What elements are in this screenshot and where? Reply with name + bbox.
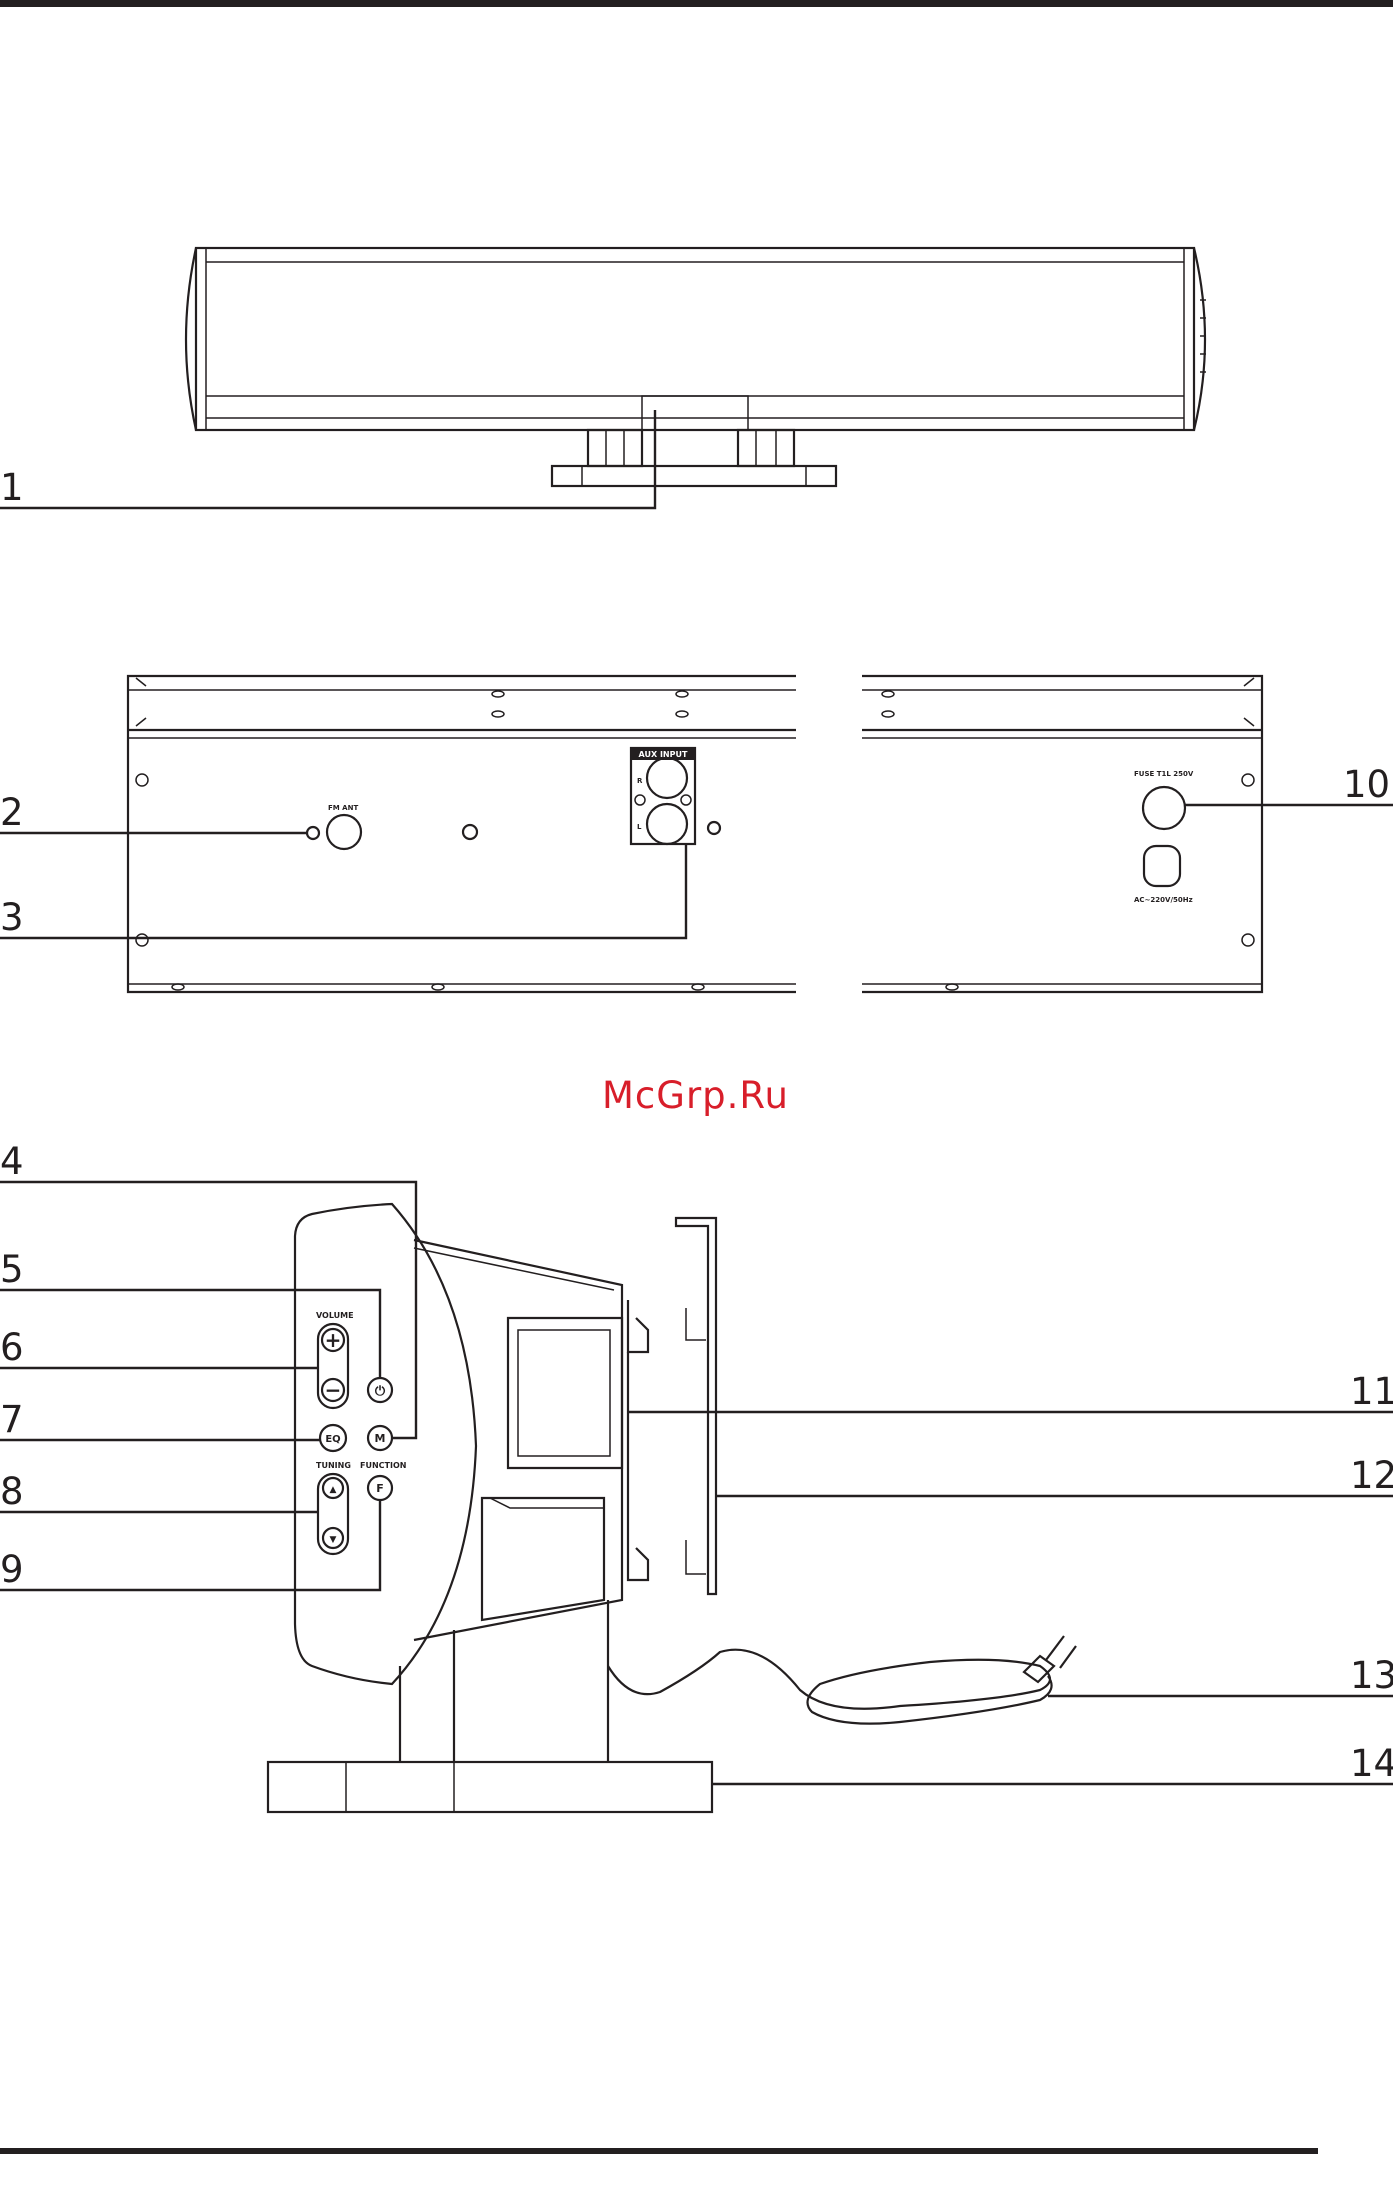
- callout-13: 13: [1350, 1654, 1393, 1697]
- callout-3-leader: [0, 845, 686, 938]
- volume-down-glyph: −: [325, 1378, 342, 1402]
- ac-label: AC~220V/50Hz: [1134, 896, 1193, 904]
- callout-1-leader: [0, 410, 655, 508]
- callout-7: 7: [0, 1398, 24, 1441]
- callout-14: 14: [1350, 1742, 1393, 1785]
- top-rule: [0, 0, 1393, 7]
- watermark: McGrp.Ru: [602, 1074, 789, 1117]
- callout-9: 9: [0, 1548, 24, 1591]
- callout-12: 12: [1350, 1454, 1393, 1497]
- mode-glyph: M: [375, 1432, 386, 1445]
- fuse-holder: [1143, 787, 1185, 829]
- aux-r-label: R: [637, 777, 643, 785]
- callout-3: 3: [0, 896, 24, 939]
- tuning-label: TUNING: [316, 1461, 351, 1470]
- callout-10: 10: [1343, 763, 1390, 806]
- fm-ant-label: FM ANT: [328, 804, 358, 812]
- front-view: [186, 248, 1206, 486]
- volume-label: VOLUME: [316, 1311, 354, 1320]
- callout-8: 8: [0, 1470, 24, 1513]
- callout-4: 4: [0, 1140, 24, 1183]
- tuning-down-glyph: ▼: [330, 1535, 337, 1545]
- callout-2: 2: [0, 791, 24, 834]
- bottom-rule: [0, 2148, 1318, 2154]
- callout-9-leader: [0, 1500, 380, 1590]
- function-glyph: F: [376, 1482, 384, 1495]
- callout-1: 1: [0, 466, 24, 509]
- aux-r-jack: [647, 758, 687, 798]
- fuse-label: FUSE T1L 250V: [1134, 770, 1194, 778]
- volume-up-glyph: +: [325, 1328, 342, 1352]
- eq-glyph: EQ: [325, 1434, 340, 1445]
- callout-4-leader: [0, 1182, 416, 1438]
- function-label: FUNCTION: [360, 1461, 406, 1470]
- power-icon: ⏻: [375, 1384, 386, 1399]
- fm-ant-jack: [327, 815, 361, 849]
- ac-inlet: [1144, 846, 1180, 886]
- tuning-up-glyph: ▲: [330, 1485, 337, 1495]
- callout-5: 5: [0, 1248, 24, 1291]
- callout-6: 6: [0, 1326, 24, 1369]
- aux-l-label: L: [637, 823, 642, 831]
- aux-l-jack: [647, 804, 687, 844]
- side-view: VOLUME TUNING FUNCTION + − ⏻ EQ M ▲ ▼ F: [268, 1204, 1076, 1812]
- callout-11: 11: [1350, 1370, 1393, 1413]
